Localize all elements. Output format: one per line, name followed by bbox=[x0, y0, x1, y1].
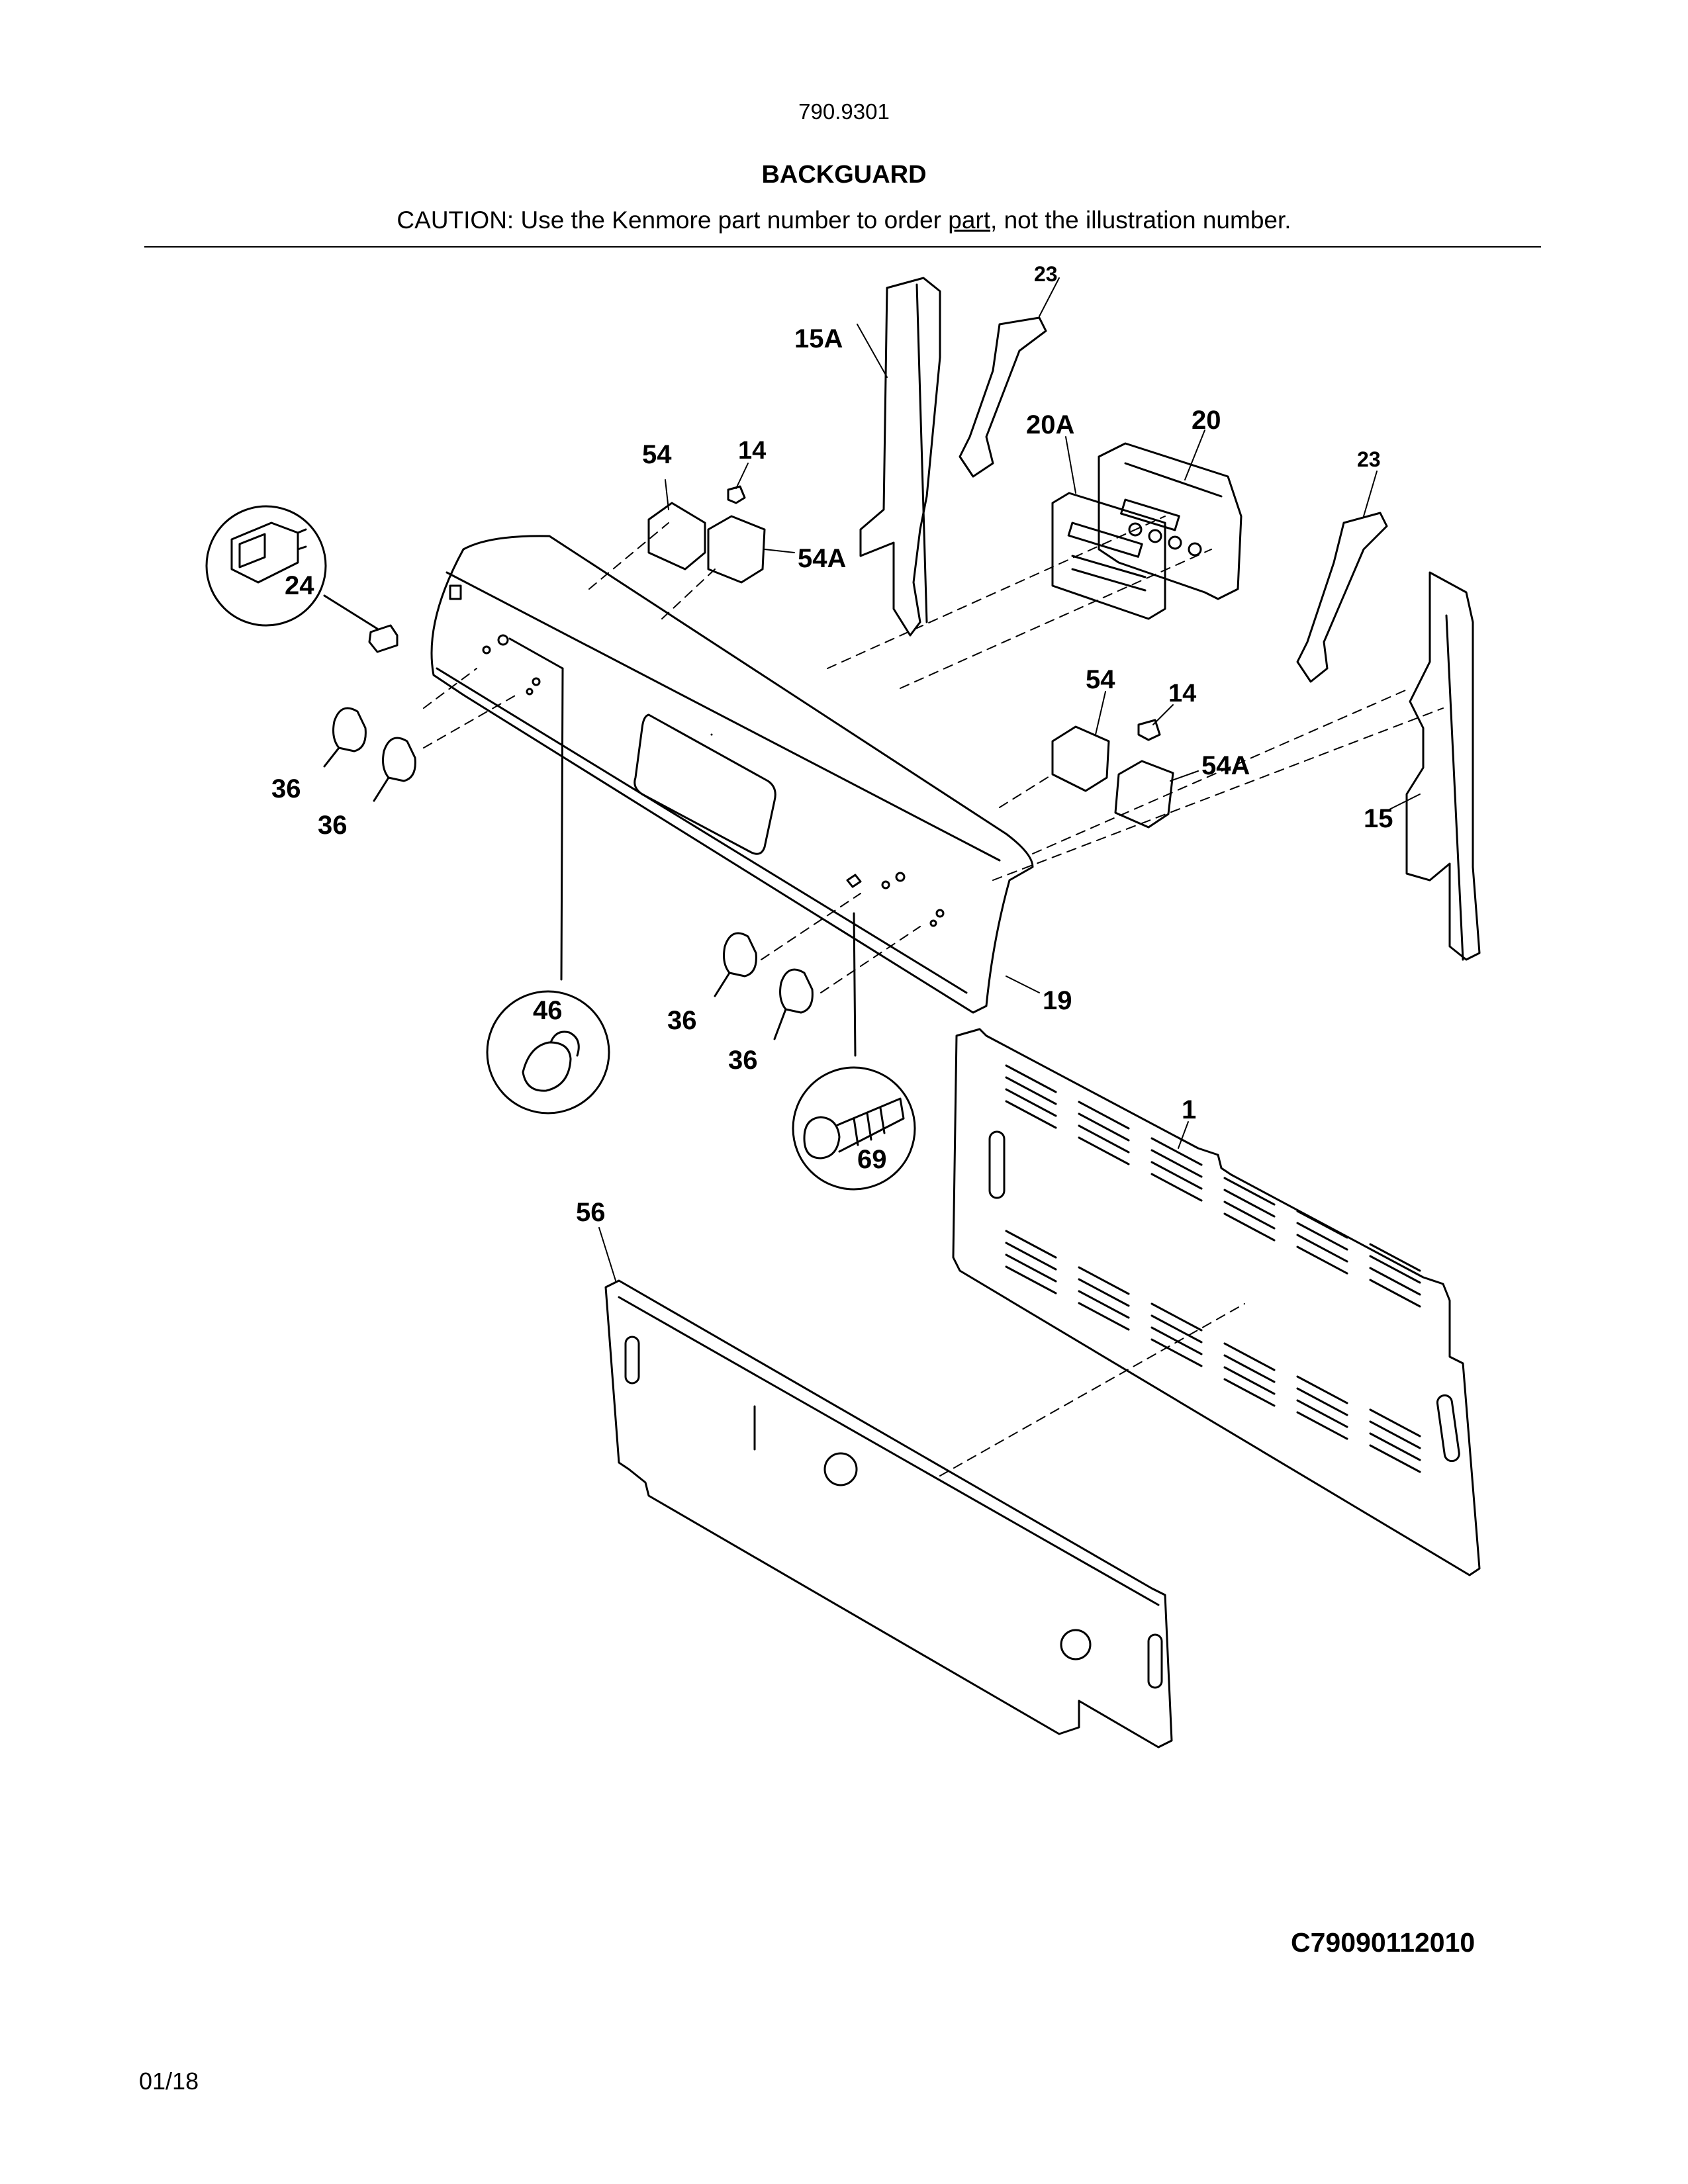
label-36-a: 36 bbox=[271, 774, 301, 803]
caution-prefix: CAUTION: Use the Kenmore part number to … bbox=[397, 206, 949, 234]
label-54-lower: 54 bbox=[1086, 665, 1115, 694]
header-divider bbox=[144, 246, 1541, 248]
label-56: 56 bbox=[576, 1198, 606, 1227]
part-15-side-brackets bbox=[859, 277, 1481, 961]
label-24: 24 bbox=[285, 571, 314, 600]
label-15: 15 bbox=[1364, 804, 1393, 833]
part-24-rocker-switch bbox=[205, 505, 399, 653]
label-36-c: 36 bbox=[667, 1006, 697, 1035]
label-14-lower: 14 bbox=[1168, 680, 1196, 707]
label-36-b: 36 bbox=[318, 811, 348, 840]
label-69: 69 bbox=[857, 1145, 887, 1174]
alignment-lines bbox=[423, 516, 1444, 1477]
label-23-top: 23 bbox=[1034, 262, 1058, 286]
part-labels: 15A 23 20A 20 23 54 14 54A 24 54 14 54A … bbox=[271, 262, 1393, 1227]
drawing-code: C79090112010 bbox=[1291, 1927, 1476, 1958]
label-46: 46 bbox=[533, 996, 563, 1025]
label-36-d: 36 bbox=[728, 1046, 758, 1075]
caution-note: CAUTION: Use the Kenmore part number to … bbox=[0, 206, 1688, 234]
label-1: 1 bbox=[1182, 1095, 1196, 1124]
label-20: 20 bbox=[1192, 406, 1221, 435]
revision-date: 01/18 bbox=[139, 2068, 199, 2095]
page-title: BACKGUARD bbox=[761, 161, 927, 189]
label-54a-lower: 54A bbox=[1201, 751, 1250, 780]
part-19-backguard-panel bbox=[430, 535, 1034, 1014]
part-69-screw bbox=[792, 874, 916, 1191]
leader-lines bbox=[598, 277, 1421, 1281]
label-14-upper: 14 bbox=[738, 437, 766, 465]
part-46-button bbox=[486, 637, 610, 1115]
label-54a-upper: 54A bbox=[798, 544, 846, 573]
caution-suffix: , not the illustration number. bbox=[990, 206, 1291, 234]
part-20-clock bbox=[1098, 442, 1243, 600]
part-36-knobs bbox=[323, 707, 814, 1040]
label-20a: 20A bbox=[1026, 410, 1074, 439]
part-56-lower-panel bbox=[604, 1279, 1173, 1749]
part-20a-overlay bbox=[1051, 492, 1166, 620]
model-number: 790.9301 bbox=[798, 99, 890, 124]
label-54-upper: 54 bbox=[642, 440, 672, 469]
part-1-rear-panel bbox=[952, 1028, 1481, 1576]
part-23-arms bbox=[959, 316, 1388, 683]
caution-link[interactable]: part bbox=[948, 206, 991, 234]
part-54-switches bbox=[647, 485, 1174, 829]
label-23-right: 23 bbox=[1357, 447, 1381, 471]
label-15a: 15A bbox=[794, 324, 843, 353]
label-19: 19 bbox=[1043, 986, 1072, 1015]
